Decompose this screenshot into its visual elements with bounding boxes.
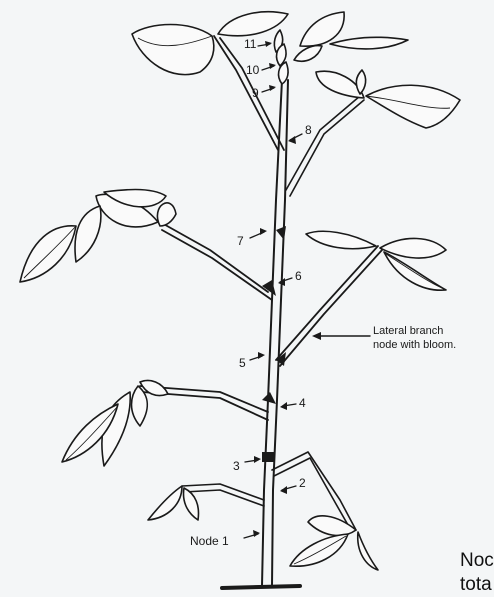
leaf-right-upper-b — [366, 85, 460, 128]
node-label-10: 10 — [246, 63, 260, 77]
leaf-left-mid-b — [157, 203, 176, 226]
corner-caption: Noc tota — [460, 550, 494, 595]
leaf-right-lateral-a — [306, 231, 376, 248]
node-label-7: 7 — [237, 234, 244, 248]
leaf-lower-right-a — [308, 516, 356, 536]
corner-caption-line2: tota — [460, 574, 492, 595]
leaf-lower-right-b — [290, 534, 348, 566]
leaf-top-right — [300, 12, 344, 46]
leaf-right-upper-c — [356, 70, 365, 94]
ground-line — [222, 586, 300, 588]
node-label-1: Node 1 — [190, 534, 229, 548]
main-stem — [262, 80, 288, 586]
node-label-9: 9 — [252, 86, 259, 100]
leaf-left-mid-c — [75, 206, 101, 262]
node-arrows — [244, 41, 370, 538]
leaves — [20, 12, 460, 570]
leaf-top-right-small — [294, 46, 322, 62]
leaf-top-left — [132, 25, 214, 75]
lateral-branch-annotation: Lateral branch node with bloom. — [373, 325, 456, 351]
node-labels: Node 1 2 3 4 5 6 7 8 9 10 11 — [190, 37, 312, 548]
node-label-3: 3 — [233, 459, 240, 473]
corner-caption-line1: Noc — [460, 550, 494, 571]
leaf-top-far-right — [330, 37, 408, 49]
branches — [140, 36, 382, 532]
node-label-11: 11 — [244, 37, 257, 51]
node-label-6: 6 — [295, 269, 302, 283]
leaf-lower-right-c — [358, 532, 378, 570]
node-label-8: 8 — [305, 123, 312, 137]
leaf-lowest-left-b — [184, 488, 199, 520]
node-label-5: 5 — [239, 356, 246, 370]
node-label-2: 2 — [299, 476, 306, 490]
lateral-branch-label-line1: Lateral branch — [373, 325, 443, 337]
lateral-branch-label-line2: node with bloom. — [373, 339, 456, 351]
node-label-4: 4 — [299, 396, 306, 410]
leaf-lowest-left-a — [148, 486, 182, 520]
